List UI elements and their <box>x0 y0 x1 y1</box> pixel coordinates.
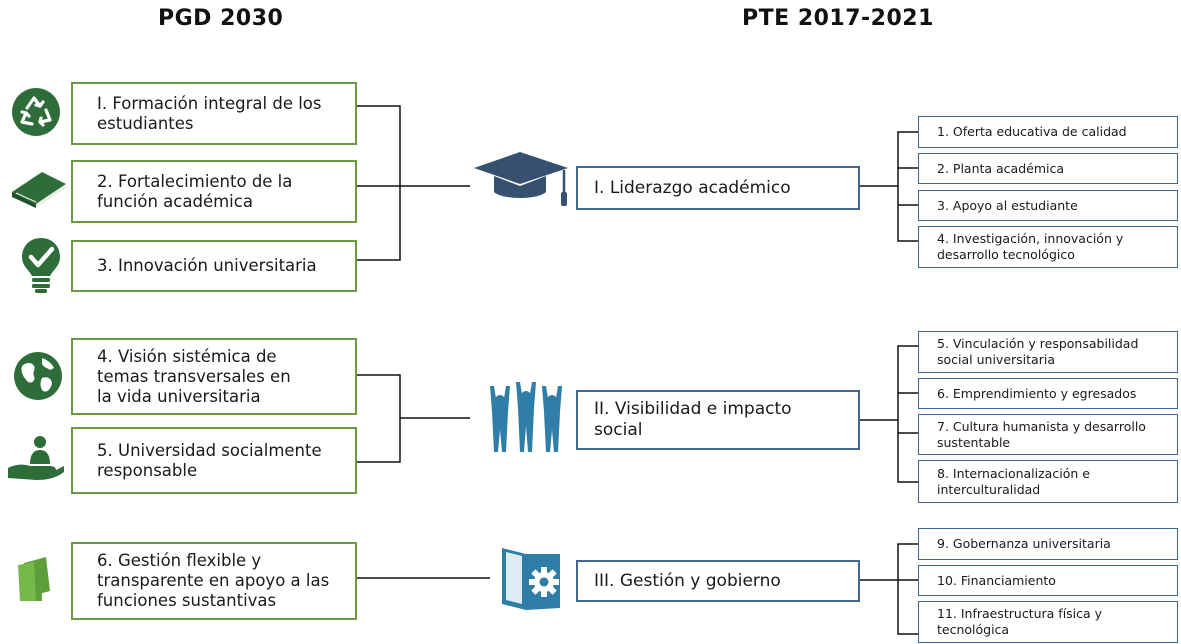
program-1-label: 1. Oferta educativa de calidad <box>937 124 1127 139</box>
pte-header: PTE 2017-2021 <box>742 6 934 31</box>
pte-axis-1-label: I. Liderazgo académico <box>594 177 791 198</box>
program-4: 4. Investigación, innovación y desarroll… <box>918 226 1178 268</box>
pgd-objective-1: I. Formación integral de los estudiantes <box>71 82 357 145</box>
lightbulb-check-icon <box>22 238 60 293</box>
program-3-label: 3. Apoyo al estudiante <box>937 197 1078 213</box>
pgd-objective-5: 5. Universidad socialmente responsable <box>71 427 357 494</box>
pgd-objective-3-label: 3. Innovación universitaria <box>97 256 317 275</box>
program-3: 3. Apoyo al estudiante <box>918 190 1178 221</box>
programs-bracket-1 <box>897 131 918 242</box>
globe-icon <box>14 352 62 400</box>
recycle-arrows-icon <box>12 88 60 136</box>
pgd-objective-1-label: I. Formación integral de los estudiantes <box>97 93 322 133</box>
pgd-bracket-1 <box>357 105 401 261</box>
program-5: 5. Vinculación y responsabilidad social … <box>918 331 1178 373</box>
program-4-label: 4. Investigación, innovación y desarroll… <box>937 231 1124 262</box>
programs-bracket-2 <box>897 345 918 483</box>
pgd-objective-4: 4. Visión sistémica de temas transversal… <box>71 338 357 415</box>
people-raised-hands-icon <box>490 382 562 452</box>
program-8-label: 8. Internacionalización e interculturali… <box>937 465 1090 497</box>
program-2-label: 2. Planta académica <box>937 160 1065 176</box>
program-1: 1. Oferta educativa de calidad <box>918 116 1178 148</box>
program-11: 11. Infraestructura física y tecnológica <box>918 601 1178 643</box>
pgd-objective-3: 3. Innovación universitaria <box>71 240 357 292</box>
program-11-label: 11. Infraestructura física y tecnológica <box>937 606 1103 637</box>
pgd-objective-5-label: 5. Universidad socialmente responsable <box>97 440 322 480</box>
program-7-label: 7. Cultura humanista y desarrollo susten… <box>937 418 1146 450</box>
program-6: 6. Emprendimiento y egresados <box>918 378 1178 409</box>
program-9: 9. Gobernanza universitaria <box>918 528 1178 560</box>
program-10: 10. Financiamiento <box>918 565 1178 596</box>
pgd-objective-6: 6. Gestión flexible y transparente en ap… <box>71 542 357 620</box>
pte-axis-1: I. Liderazgo académico <box>576 166 860 210</box>
pgd-objective-2: 2. Fortalecimiento de la función académi… <box>71 160 357 223</box>
pte-axis-2-label: II. Visibilidad e impacto social <box>594 399 792 440</box>
program-2: 2. Planta académica <box>918 153 1178 184</box>
pgd-objective-2-label: 2. Fortalecimiento de la función académi… <box>97 171 293 211</box>
program-6-label: 6. Emprendimiento y egresados <box>937 385 1137 401</box>
programs-bracket-3 <box>897 543 918 635</box>
program-10-label: 10. Financiamiento <box>937 572 1056 588</box>
pgd-header: PGD 2030 <box>158 6 284 31</box>
pgd-objective-4-label: 4. Visión sistémica de temas transversal… <box>97 346 291 406</box>
pte-axis-3-label: III. Gestión y gobierno <box>594 570 781 591</box>
program-8: 8. Internacionalización e interculturali… <box>918 460 1178 503</box>
documents-icon <box>18 557 50 601</box>
graduation-cap-icon <box>474 152 568 206</box>
book-gear-icon <box>502 548 560 610</box>
pgd-objective-6-label: 6. Gestión flexible y transparente en ap… <box>97 551 330 610</box>
hand-person-icon <box>8 436 64 480</box>
program-9-label: 9. Gobernanza universitaria <box>937 536 1111 551</box>
program-7: 7. Cultura humanista y desarrollo susten… <box>918 414 1178 455</box>
program-5-label: 5. Vinculación y responsabilidad social … <box>937 336 1139 367</box>
book-icon <box>12 172 66 208</box>
pgd-bracket-2 <box>357 374 401 463</box>
pte-axis-2: II. Visibilidad e impacto social <box>576 390 860 450</box>
pte-axis-3: III. Gestión y gobierno <box>576 560 860 602</box>
